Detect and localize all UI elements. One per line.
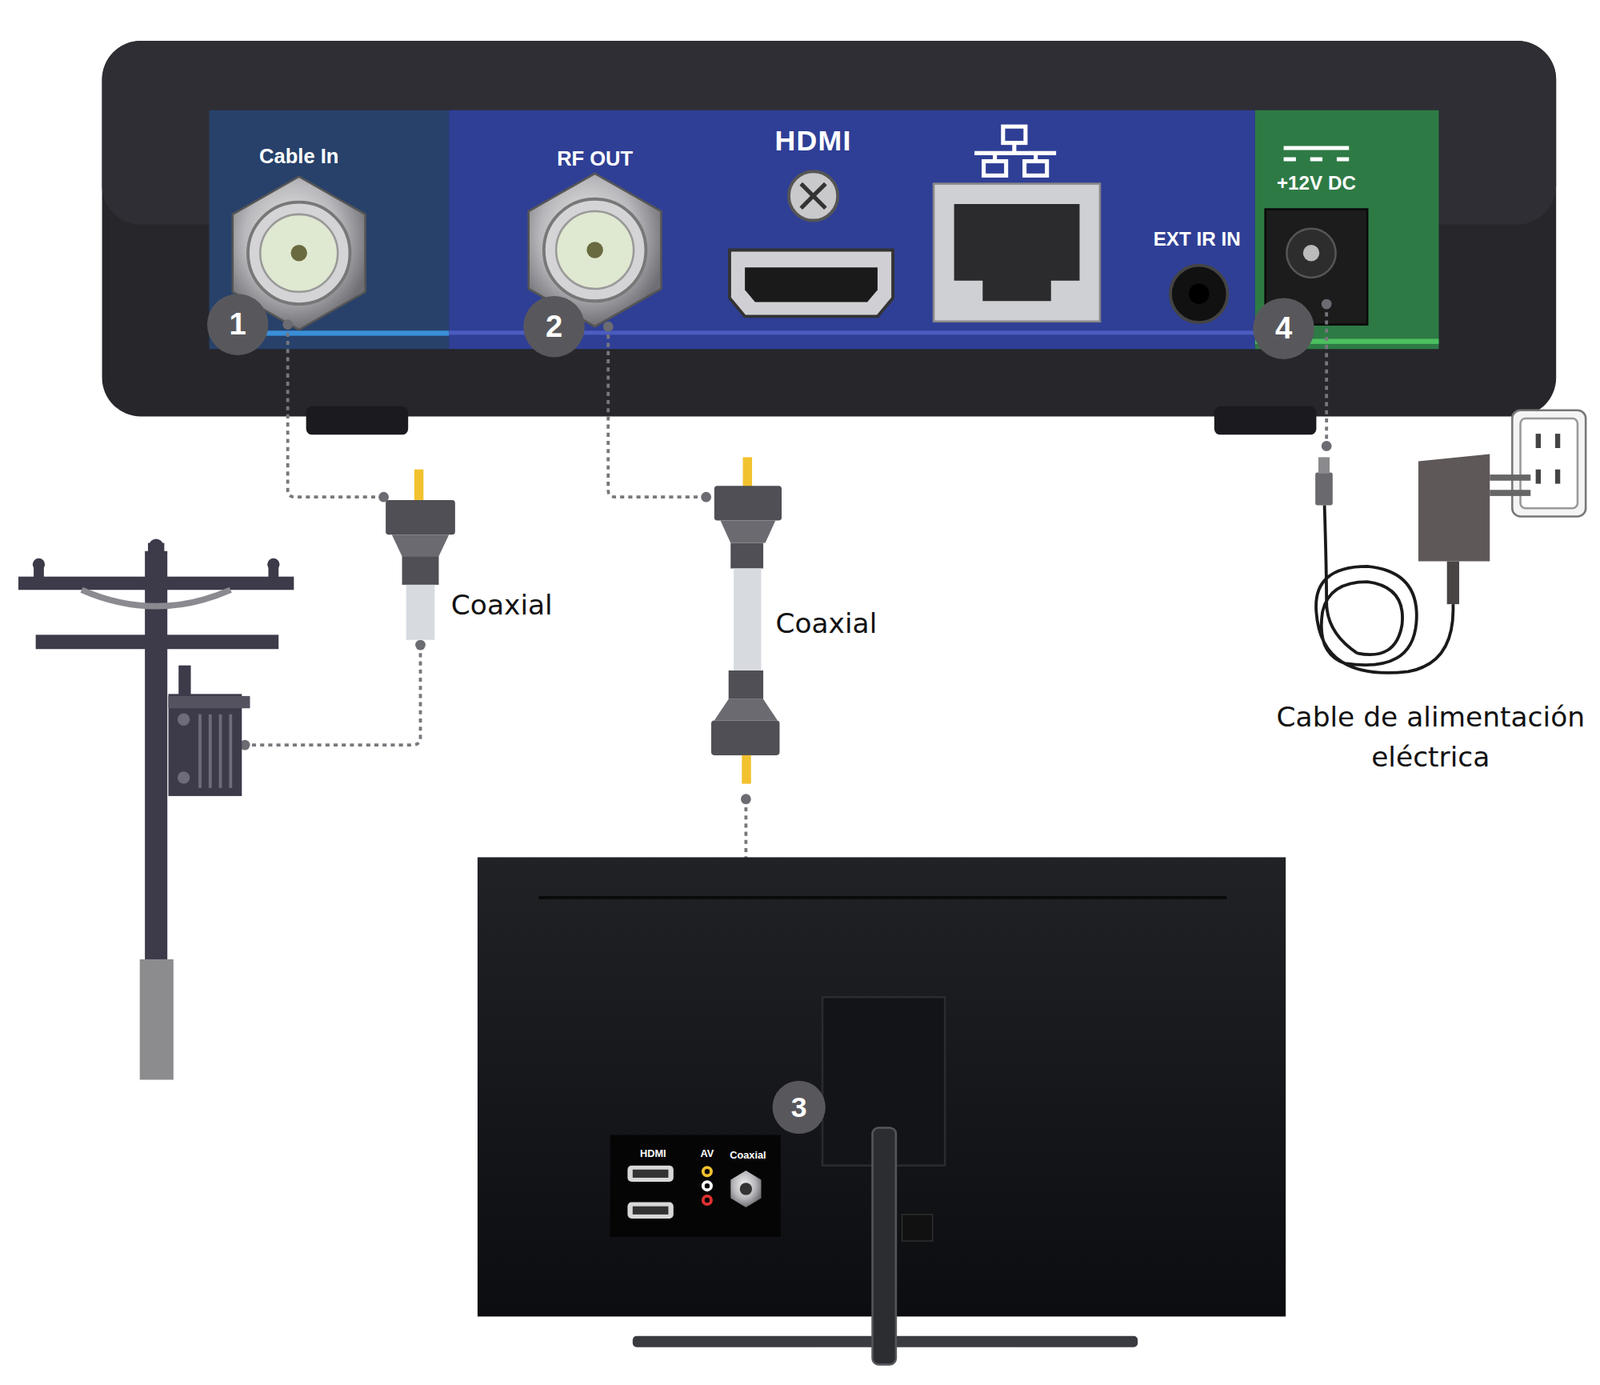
panel — [208, 110, 449, 349]
port-label: EXT IR IN — [1153, 228, 1241, 252]
cable-label: Coaxial — [451, 588, 553, 622]
screw — [788, 171, 838, 220]
callout-number: 3 — [791, 1090, 808, 1125]
ir-jack — [1170, 265, 1228, 323]
power-adapter — [1315, 410, 1586, 673]
cable-label: Cable de alimentación eléctrica — [1262, 696, 1600, 777]
port-label: Coaxial — [729, 1148, 766, 1161]
dc-symbol — [1284, 148, 1350, 160]
port-label: Cable In — [259, 144, 339, 169]
port-label: +12V DC — [1276, 172, 1356, 196]
callout-circle — [207, 293, 1315, 1134]
callout-number: 2 — [545, 308, 563, 345]
television — [477, 856, 1286, 1364]
hdmi-logo: HDMI — [774, 124, 852, 159]
coax-cable — [385, 469, 456, 640]
callout-number: 4 — [1275, 310, 1292, 348]
network-icon — [974, 126, 1056, 176]
panel — [1255, 110, 1440, 349]
ethernet-port — [933, 184, 1100, 322]
cable-label: Coaxial — [775, 607, 877, 640]
callout-number: 1 — [229, 306, 247, 344]
port-label: HDMI — [640, 1148, 667, 1160]
port-label: AV — [700, 1148, 715, 1160]
coax-cable — [711, 456, 782, 784]
hdmi-port — [729, 249, 893, 316]
utility-pole — [18, 538, 294, 1080]
port-label: RF OUT — [556, 145, 633, 171]
box-body — [102, 40, 1557, 416]
